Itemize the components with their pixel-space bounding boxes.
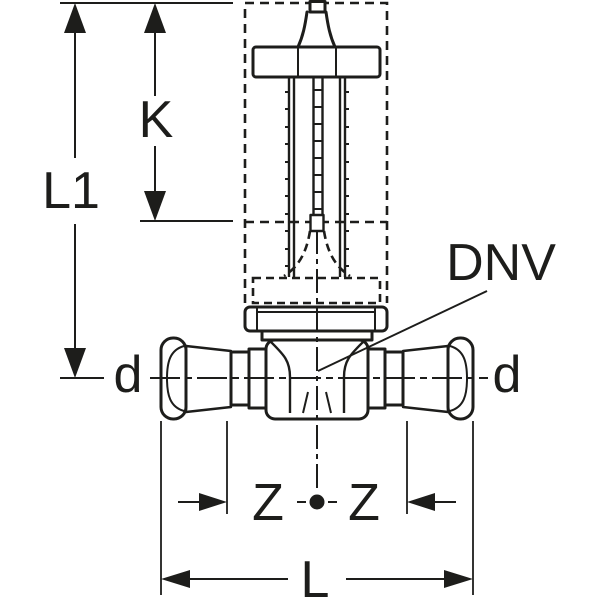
center-point-marker [309,494,325,510]
handle-travel-envelope [243,1,389,303]
valve-handle [251,0,382,277]
dimension-l1 [60,2,233,379]
dimension-l [160,421,474,595]
spindle-end-block [309,213,325,233]
centerlines [150,230,488,492]
handle-stems [287,77,347,277]
handle-knob [308,0,327,14]
handle-neck-left [296,10,309,49]
spindle-threads [313,89,323,210]
dimension-k [140,3,233,222]
dnv-leader-line [317,290,488,372]
dim-label-d-left: d [113,346,143,404]
valve-seat-lines [302,391,332,414]
dim-label-dnv: DNV [446,234,556,292]
handle-crossbar [251,45,382,79]
dim-label-l1: L1 [42,162,100,220]
dim-label-z-left: Z [252,474,284,532]
stem-ribs-right [345,91,349,267]
dim-label-k: K [138,91,174,149]
dim-label-l: L [300,551,330,600]
stem-ribs-left [285,91,289,267]
dimension-z [178,421,456,514]
dim-label-z-right: Z [348,474,380,532]
handle-neck-right [324,10,337,49]
dim-label-d-right: d [492,346,522,404]
press-fitting-right [366,336,475,421]
spindle [312,77,324,215]
